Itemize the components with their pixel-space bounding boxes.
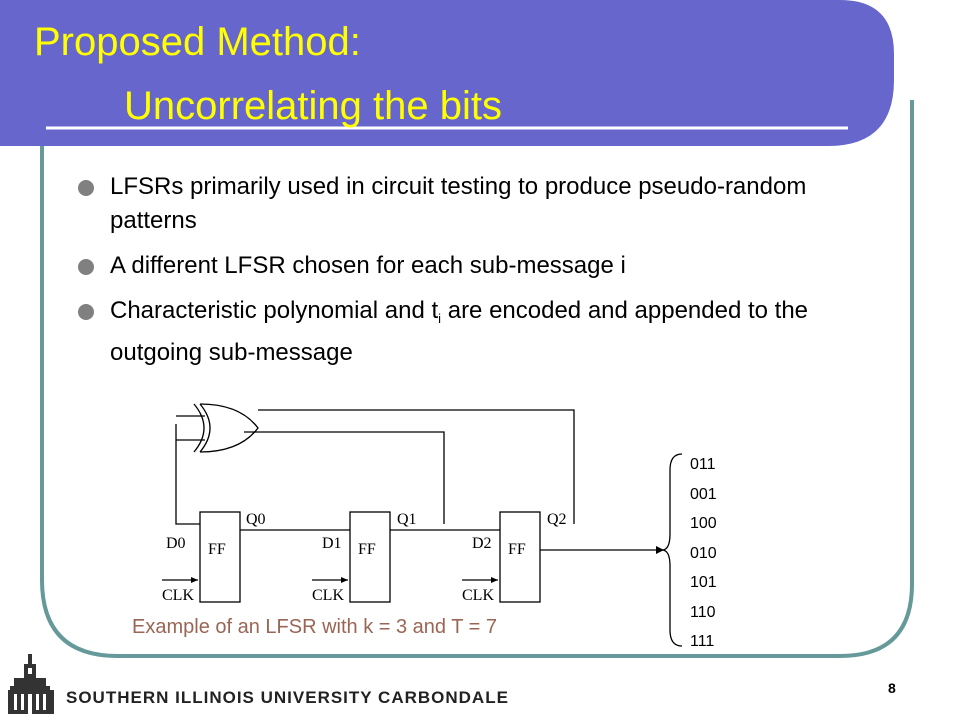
bullet-item: A different LFSR chosen for each sub-mes… bbox=[78, 249, 818, 283]
flip-flop-1 bbox=[349, 511, 391, 603]
d-label: D1 bbox=[322, 535, 342, 552]
ff-label: FF bbox=[208, 541, 226, 558]
q-label: Q0 bbox=[246, 511, 266, 528]
q-label: Q2 bbox=[547, 511, 567, 528]
diagram-caption: Example of an LFSR with k = 3 and T = 7 bbox=[132, 616, 498, 638]
state-value: 001 bbox=[690, 485, 717, 503]
state-value: 110 bbox=[690, 603, 716, 621]
d-label: D0 bbox=[166, 535, 186, 552]
bullet-text: A different LFSR chosen for each sub-mes… bbox=[110, 252, 626, 279]
clk-label: CLK bbox=[162, 587, 194, 604]
bullet-text-pre: Characteristic polynomial and t bbox=[110, 297, 439, 324]
bullet-text-post: are encoded and appended to the outgoing… bbox=[110, 297, 809, 366]
bullet-item: Characteristic polynomial and ti are enc… bbox=[78, 294, 818, 370]
state-value: 111 bbox=[690, 633, 715, 650]
brace bbox=[661, 453, 683, 647]
xor-gate-back bbox=[193, 403, 205, 453]
bullet-icon bbox=[78, 304, 94, 320]
d-label: D2 bbox=[472, 535, 492, 552]
bullet-item: LFSRs primarily used in circuit testing … bbox=[78, 170, 818, 238]
title-line-2: Uncorrelating the bits bbox=[124, 84, 502, 128]
q-label: Q1 bbox=[397, 511, 417, 528]
flip-flop-2 bbox=[499, 511, 541, 603]
state-value: 011 bbox=[690, 456, 716, 473]
page-number: 8 bbox=[888, 680, 896, 696]
clk-label: CLK bbox=[462, 587, 494, 604]
state-sequence: 011 001 100 010 101 110 111 bbox=[690, 450, 717, 657]
state-value: 100 bbox=[690, 515, 717, 532]
state-value: 010 bbox=[690, 544, 717, 562]
bullet-text: LFSRs primarily used in circuit testing … bbox=[110, 173, 807, 234]
bullet-icon bbox=[78, 180, 94, 196]
title-bar bbox=[0, 0, 894, 146]
xor-gate bbox=[199, 403, 259, 453]
university-name: SOUTHERN ILLINOIS UNIVERSITY CARBONDALE bbox=[66, 688, 509, 707]
bullet-list: LFSRs primarily used in circuit testing … bbox=[78, 170, 818, 381]
ff-label: FF bbox=[508, 541, 526, 558]
flip-flop-0 bbox=[199, 511, 241, 603]
bullet-subscript: i bbox=[438, 311, 442, 326]
state-value: 101 bbox=[690, 574, 717, 591]
title-line-1: Proposed Method: bbox=[34, 20, 361, 64]
clk-label: CLK bbox=[312, 587, 344, 604]
university-logo-icon bbox=[8, 654, 54, 714]
bullet-icon bbox=[78, 259, 94, 275]
ff-label: FF bbox=[358, 541, 376, 558]
